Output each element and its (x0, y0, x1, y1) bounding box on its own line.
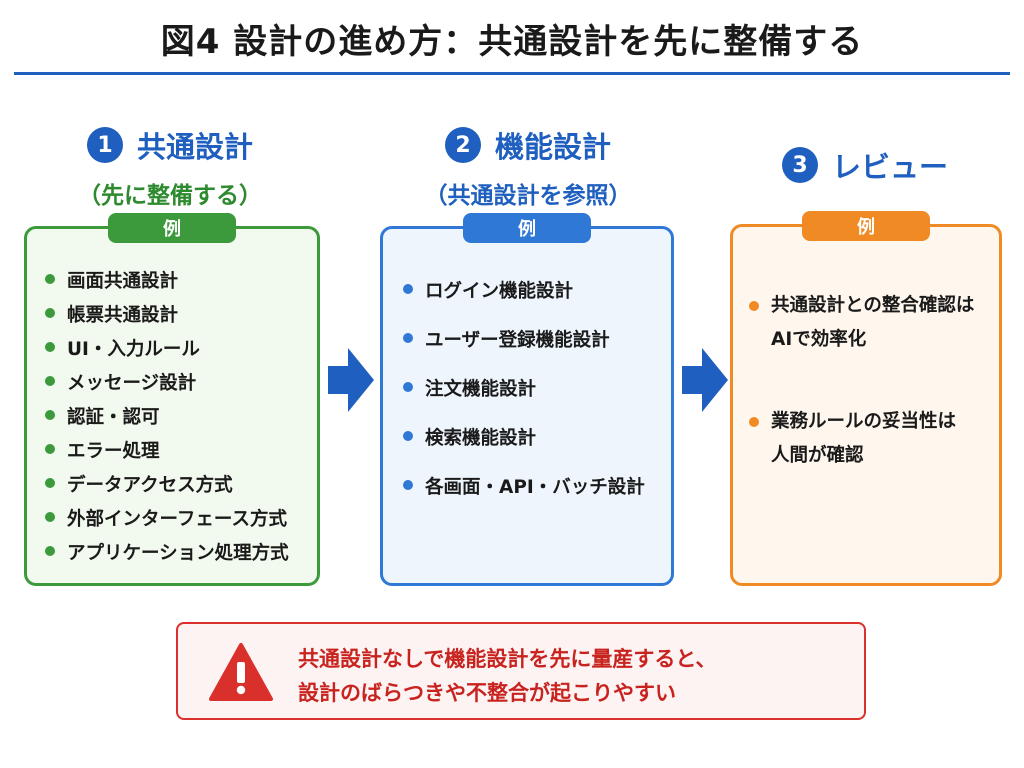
bullet-icon (45, 376, 55, 386)
list-item: ログイン機能設計 (403, 277, 673, 326)
step2-number-badge: 2 (444, 127, 481, 163)
arrow-right-icon (682, 348, 728, 412)
bullet-icon (45, 308, 55, 318)
step3-heading: レビュー (831, 150, 948, 184)
list-item: エラー処理 (45, 437, 315, 471)
feature-design-examples-card: 例 ログイン機能設計 ユーザー登録機能設計 注文機能設計 検索機能設計 各画面・… (380, 213, 674, 586)
warning-callout: 共通設計なしで機能設計を先に量産すると、 設計のばらつきや不整合が起こりやすい (176, 622, 866, 720)
step2-subheading: （共通設計を参照） (424, 183, 632, 209)
list-item: 帳票共通設計 (45, 301, 315, 335)
list-item: 注文機能設計 (403, 375, 673, 424)
bullet-icon (749, 417, 759, 427)
arrow-right-icon (328, 348, 374, 412)
list-item: 認証・認可 (45, 403, 315, 437)
example-label: 例 (108, 213, 236, 243)
bullet-icon (45, 274, 55, 284)
bullet-icon (45, 444, 55, 454)
list-item: 各画面・API・バッチ設計 (403, 473, 673, 522)
review-examples-card: 例 共通設計との整合確認は AIで効率化 業務ルールの妥当性は 人間が確認 (730, 211, 1002, 586)
list-item: 外部インターフェース方式 (45, 505, 315, 539)
step3-number-badge: 3 (781, 147, 818, 183)
bullet-icon (45, 410, 55, 420)
common-design-list: 画面共通設計 帳票共通設計 UI・入力ルール メッセージ設計 認証・認可 エラー… (45, 267, 315, 573)
step1-heading: 共通設計 (136, 130, 253, 164)
example-label: 例 (463, 213, 591, 243)
bullet-icon (45, 512, 55, 522)
bullet-icon (403, 382, 413, 392)
bullet-icon (403, 284, 413, 294)
example-label: 例 (802, 211, 930, 241)
step1-number-badge: 1 (86, 127, 123, 163)
bullet-icon (45, 546, 55, 556)
warning-triangle-icon (209, 643, 273, 701)
bullet-icon (45, 342, 55, 352)
step2-heading: 機能設計 (494, 130, 611, 164)
list-item: 共通設計との整合確認は AIで効率化 (749, 289, 999, 405)
step1-header: 1 共通設計 （先に整備する） (20, 124, 320, 210)
feature-design-list: ログイン機能設計 ユーザー登録機能設計 注文機能設計 検索機能設計 各画面・AP… (403, 277, 673, 522)
bullet-icon (403, 333, 413, 343)
bullet-icon (45, 478, 55, 488)
warning-message: 共通設計なしで機能設計を先に量産すると、 設計のばらつきや不整合が起こりやすい (298, 647, 717, 705)
bullet-icon (403, 431, 413, 441)
list-item: 業務ルールの妥当性は 人間が確認 (749, 405, 999, 473)
list-item: 検索機能設計 (403, 424, 673, 473)
list-item: データアクセス方式 (45, 471, 315, 505)
list-item: メッセージ設計 (45, 369, 315, 403)
review-list: 共通設計との整合確認は AIで効率化 業務ルールの妥当性は 人間が確認 (749, 289, 999, 473)
list-item: アプリケーション処理方式 (45, 539, 315, 573)
title-divider (14, 72, 1010, 75)
list-item: UI・入力ルール (45, 335, 315, 369)
step1-subheading: （先に整備する） (78, 183, 262, 209)
step3-header: 3 レビュー (730, 144, 1000, 186)
figure-title: 図4 設計の進め方：共通設計を先に整備する (160, 22, 864, 62)
list-item: ユーザー登録機能設計 (403, 326, 673, 375)
bullet-icon (403, 480, 413, 490)
bullet-icon (749, 301, 759, 311)
list-item: 画面共通設計 (45, 267, 315, 301)
common-design-examples-card: 例 画面共通設計 帳票共通設計 UI・入力ルール メッセージ設計 認証・認可 エ… (24, 213, 320, 586)
step2-header: 2 機能設計 （共通設計を参照） (378, 124, 678, 210)
